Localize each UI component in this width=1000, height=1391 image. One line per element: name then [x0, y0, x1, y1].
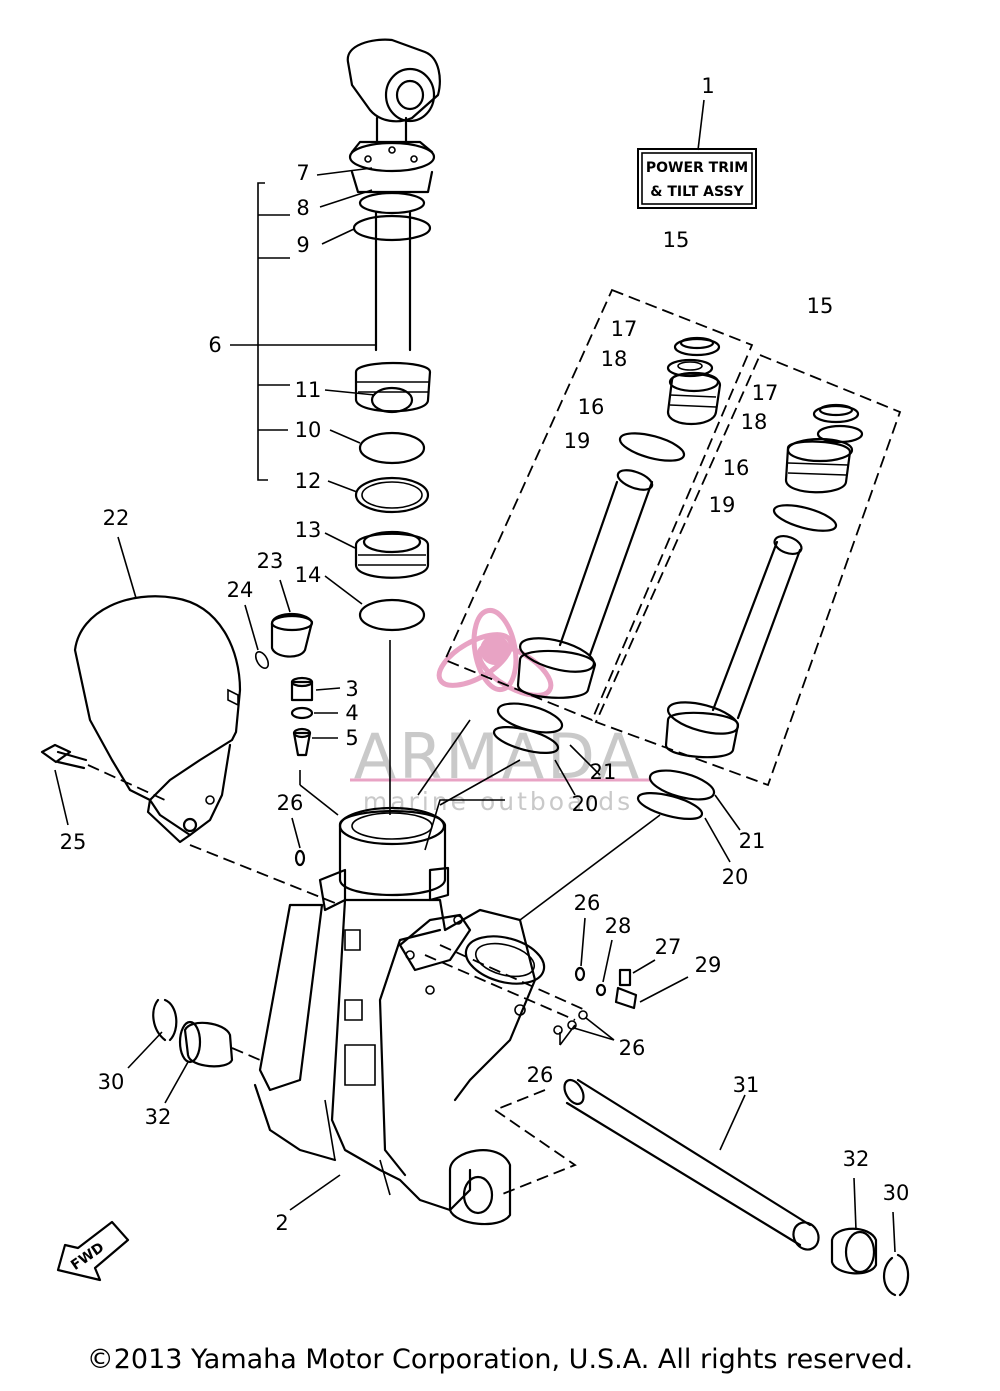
callout-25: 25	[60, 830, 87, 854]
callout-26c: 26	[619, 1036, 646, 1060]
callout-32a: 32	[145, 1105, 172, 1129]
part-trim-cylinder-right	[594, 353, 902, 787]
part-cover	[73, 536, 242, 844]
group-bracket	[230, 167, 376, 605]
callout-6: 6	[208, 333, 221, 357]
part-small-fasteners	[40, 579, 314, 826]
callout-15b: 15	[807, 294, 834, 318]
part-pins	[291, 817, 689, 1046]
part-tilt-rod-assembly	[346, 38, 441, 815]
callout-29: 29	[695, 953, 722, 977]
fwd-label: FWD	[68, 1240, 107, 1274]
callout-11: 11	[295, 378, 322, 402]
callout-12: 12	[295, 469, 322, 493]
assembly-label-line2: & TILT ASSY	[650, 184, 744, 200]
callout-21a: 21	[590, 760, 617, 784]
part-trim-cylinder-left	[443, 288, 754, 722]
callout-21b: 21	[739, 829, 766, 853]
callout-20b: 20	[722, 865, 749, 889]
callout-16a: 16	[578, 395, 605, 419]
callout-30b: 30	[883, 1181, 910, 1205]
callout-26d: 26	[527, 1063, 554, 1087]
callout-9: 9	[296, 233, 309, 257]
callout-19a: 19	[564, 429, 591, 453]
part-valve-parts	[290, 676, 341, 816]
callout-26a: 26	[277, 791, 304, 815]
callout-19b: 19	[709, 493, 736, 517]
callout-7: 7	[296, 161, 309, 185]
callout-23: 23	[257, 549, 284, 573]
callout-17b: 17	[752, 381, 779, 405]
callout-8: 8	[296, 196, 309, 220]
part-main-housing	[189, 799, 546, 1226]
callout-2: 2	[275, 1211, 288, 1235]
callout-28: 28	[605, 914, 632, 938]
callout-31: 31	[733, 1073, 760, 1097]
callout-numbers: 1 7 8 9 6 11 10 12 13 14 15 15 17 18 16 …	[60, 74, 910, 1235]
callout-13: 13	[295, 518, 322, 542]
callout-3: 3	[345, 677, 358, 701]
watermark: ARMADA marine outboards	[350, 607, 650, 816]
fwd-arrow-icon: FWD	[56, 1220, 130, 1282]
part-orings-20-21	[417, 702, 741, 921]
callout-27: 27	[655, 935, 682, 959]
callout-30a: 30	[98, 1070, 125, 1094]
part-power-trim-label: POWER TRIM & TILT ASSY	[637, 99, 757, 209]
callout-10: 10	[295, 418, 322, 442]
callout-17a: 17	[611, 317, 638, 341]
callout-18b: 18	[741, 410, 768, 434]
callout-14: 14	[295, 563, 322, 587]
callout-20a: 20	[572, 792, 599, 816]
callout-18a: 18	[601, 347, 628, 371]
callout-32b: 32	[843, 1147, 870, 1171]
copyright-notice: ©2013 Yamaha Motor Corporation, U.S.A. A…	[86, 1344, 914, 1375]
assembly-label-line1: POWER TRIM	[646, 160, 748, 176]
callout-24: 24	[227, 578, 254, 602]
callout-5: 5	[345, 726, 358, 750]
callout-4: 4	[345, 701, 358, 725]
watermark-propeller-icon	[436, 607, 554, 698]
callout-15a: 15	[663, 228, 690, 252]
callout-26b: 26	[574, 891, 601, 915]
callout-1: 1	[701, 74, 714, 98]
callout-16b: 16	[723, 456, 750, 480]
callout-22: 22	[103, 506, 130, 530]
part-tilt-shaft	[127, 998, 910, 1297]
